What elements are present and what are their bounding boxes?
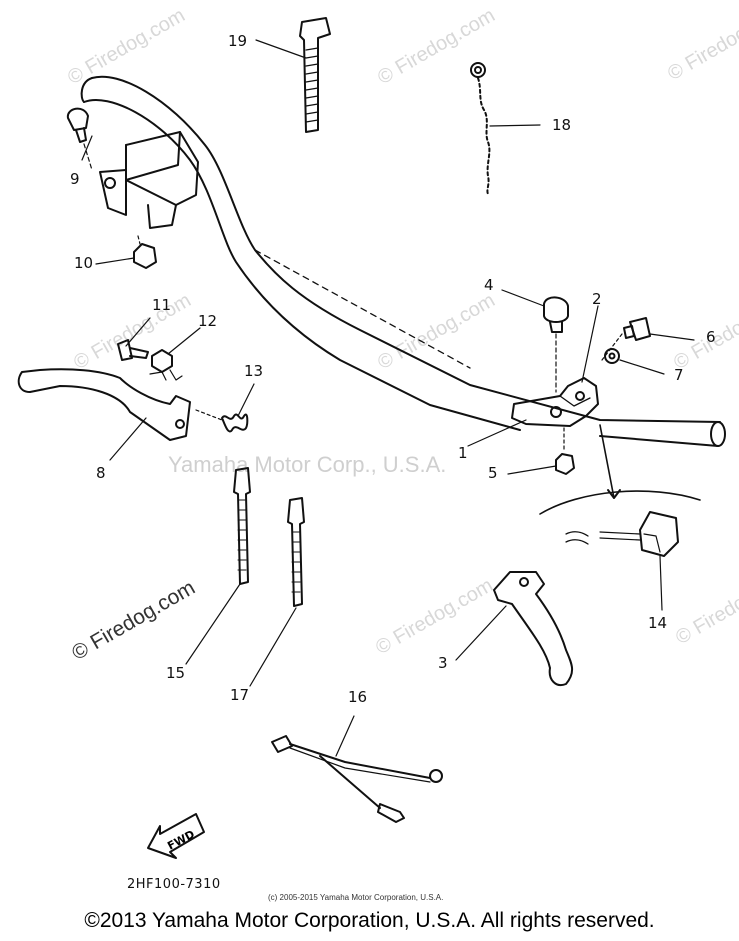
wire-16-drawing: [271, 735, 443, 823]
strap-17-drawing: [287, 497, 305, 607]
chain-18-drawing: [470, 62, 491, 195]
callout-18: 18: [552, 116, 572, 134]
callout-8: 8: [96, 464, 106, 482]
fwd-arrow-drawing: [147, 813, 205, 859]
callout-16: 16: [348, 688, 368, 706]
left-holder-drawing: [99, 131, 199, 229]
callout-6: 6: [706, 328, 716, 346]
callout-15: 15: [166, 664, 186, 682]
callout-19: 19: [228, 32, 248, 50]
lever-8-drawing: [17, 368, 191, 441]
footer-copyright: ©2013 Yamaha Motor Corporation, U.S.A. A…: [84, 909, 655, 932]
callout-11: 11: [152, 296, 172, 314]
spring-13-drawing: [195, 409, 249, 433]
small-copyright: (c) 2005-2015 Yamaha Motor Corporation, …: [268, 893, 444, 902]
bolt-6-drawing: [601, 317, 651, 361]
cable-tie-19-drawing: [299, 17, 331, 133]
clutch-holder-drawing: [511, 377, 599, 427]
fwd-label: FWD: [165, 828, 197, 853]
callout-14: 14: [648, 614, 668, 632]
nut-12-drawing: [151, 349, 183, 381]
callout-1: 1: [458, 444, 468, 462]
bolt-9-drawing: [66, 107, 93, 171]
bolt-11-drawing: [117, 339, 149, 361]
handlebar-drawing: [80, 75, 726, 447]
callout-10: 10: [74, 254, 94, 272]
strap-15-drawing: [233, 467, 251, 585]
diagram-code: 2HF100-7310: [127, 877, 221, 892]
washer-7-drawing: [604, 348, 620, 364]
leader-lines: [81, 39, 695, 757]
callout-5: 5: [488, 464, 498, 482]
callout-2: 2: [592, 290, 602, 308]
callout-7: 7: [674, 366, 684, 384]
callout-9: 9: [70, 170, 80, 188]
switch-14-drawing: [539, 424, 701, 557]
callout-4: 4: [484, 276, 494, 294]
callout-3: 3: [438, 654, 448, 672]
watermark-yamaha: Yamaha Motor Corp., U.S.A.: [168, 452, 447, 477]
callout-17: 17: [230, 686, 250, 704]
callout-12: 12: [198, 312, 218, 330]
lever-3-drawing: [493, 571, 573, 686]
nut-5-drawing: [555, 427, 575, 475]
bolt-4-drawing: [543, 296, 569, 393]
nut-10-drawing: [133, 235, 157, 269]
callout-13: 13: [244, 362, 264, 380]
